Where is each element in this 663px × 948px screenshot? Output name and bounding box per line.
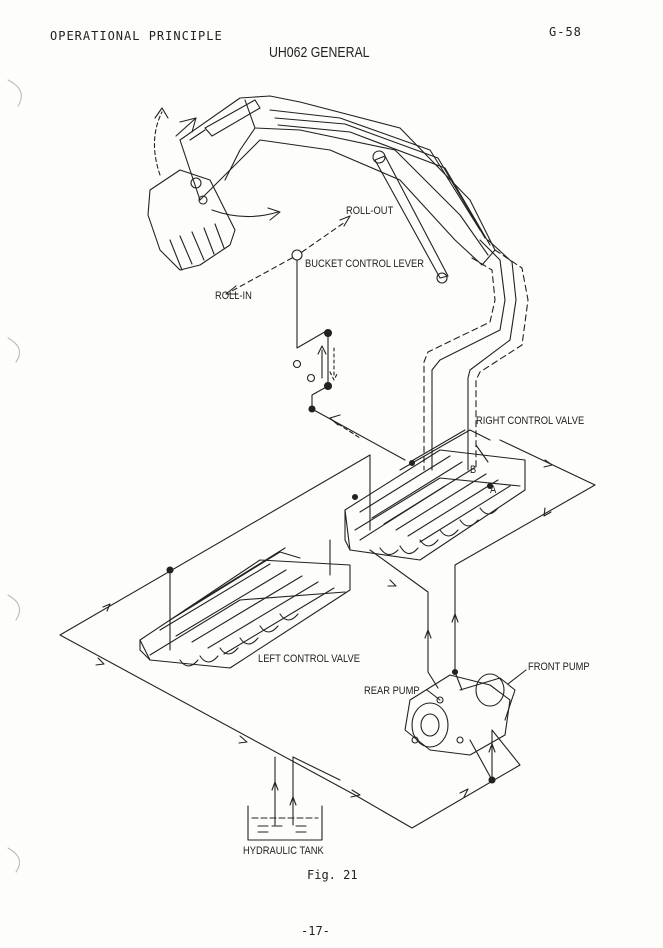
- hydraulic-tank-label: HYDRAULIC TANK: [243, 845, 324, 857]
- rear-pump-label: REAR PUMP: [364, 685, 420, 697]
- boom-hoses: [423, 239, 529, 471]
- right-control-valve-illustration: [344, 429, 526, 561]
- page-code: G-58: [549, 25, 582, 39]
- bucket-control-lever-label: BUCKET CONTROL LEVER: [305, 258, 424, 270]
- hydraulic-tank-illustration: [247, 805, 323, 841]
- right-control-valve-label: RIGHT CONTROL VALVE: [476, 415, 585, 427]
- port-a-label: A: [490, 484, 497, 496]
- left-control-valve-label: LEFT CONTROL VALVE: [258, 653, 361, 665]
- roll-in-label: ROLL-IN: [215, 290, 252, 302]
- page-number: -17-: [301, 924, 330, 938]
- port-b-label: B: [470, 464, 477, 476]
- figure-caption: Fig. 21: [307, 868, 358, 882]
- section-header: OPERATIONAL PRINCIPLE: [50, 29, 223, 43]
- roll-out-label: ROLL-OUT: [346, 205, 394, 217]
- front-pump-label: FRONT PUMP: [528, 661, 590, 673]
- page-title: UH062 GENERAL: [269, 44, 370, 61]
- boom-arm-illustration: [147, 95, 496, 284]
- lever-linkage: [225, 215, 406, 461]
- left-control-valve-illustration: [139, 547, 351, 669]
- circuit-lines: [59, 439, 596, 829]
